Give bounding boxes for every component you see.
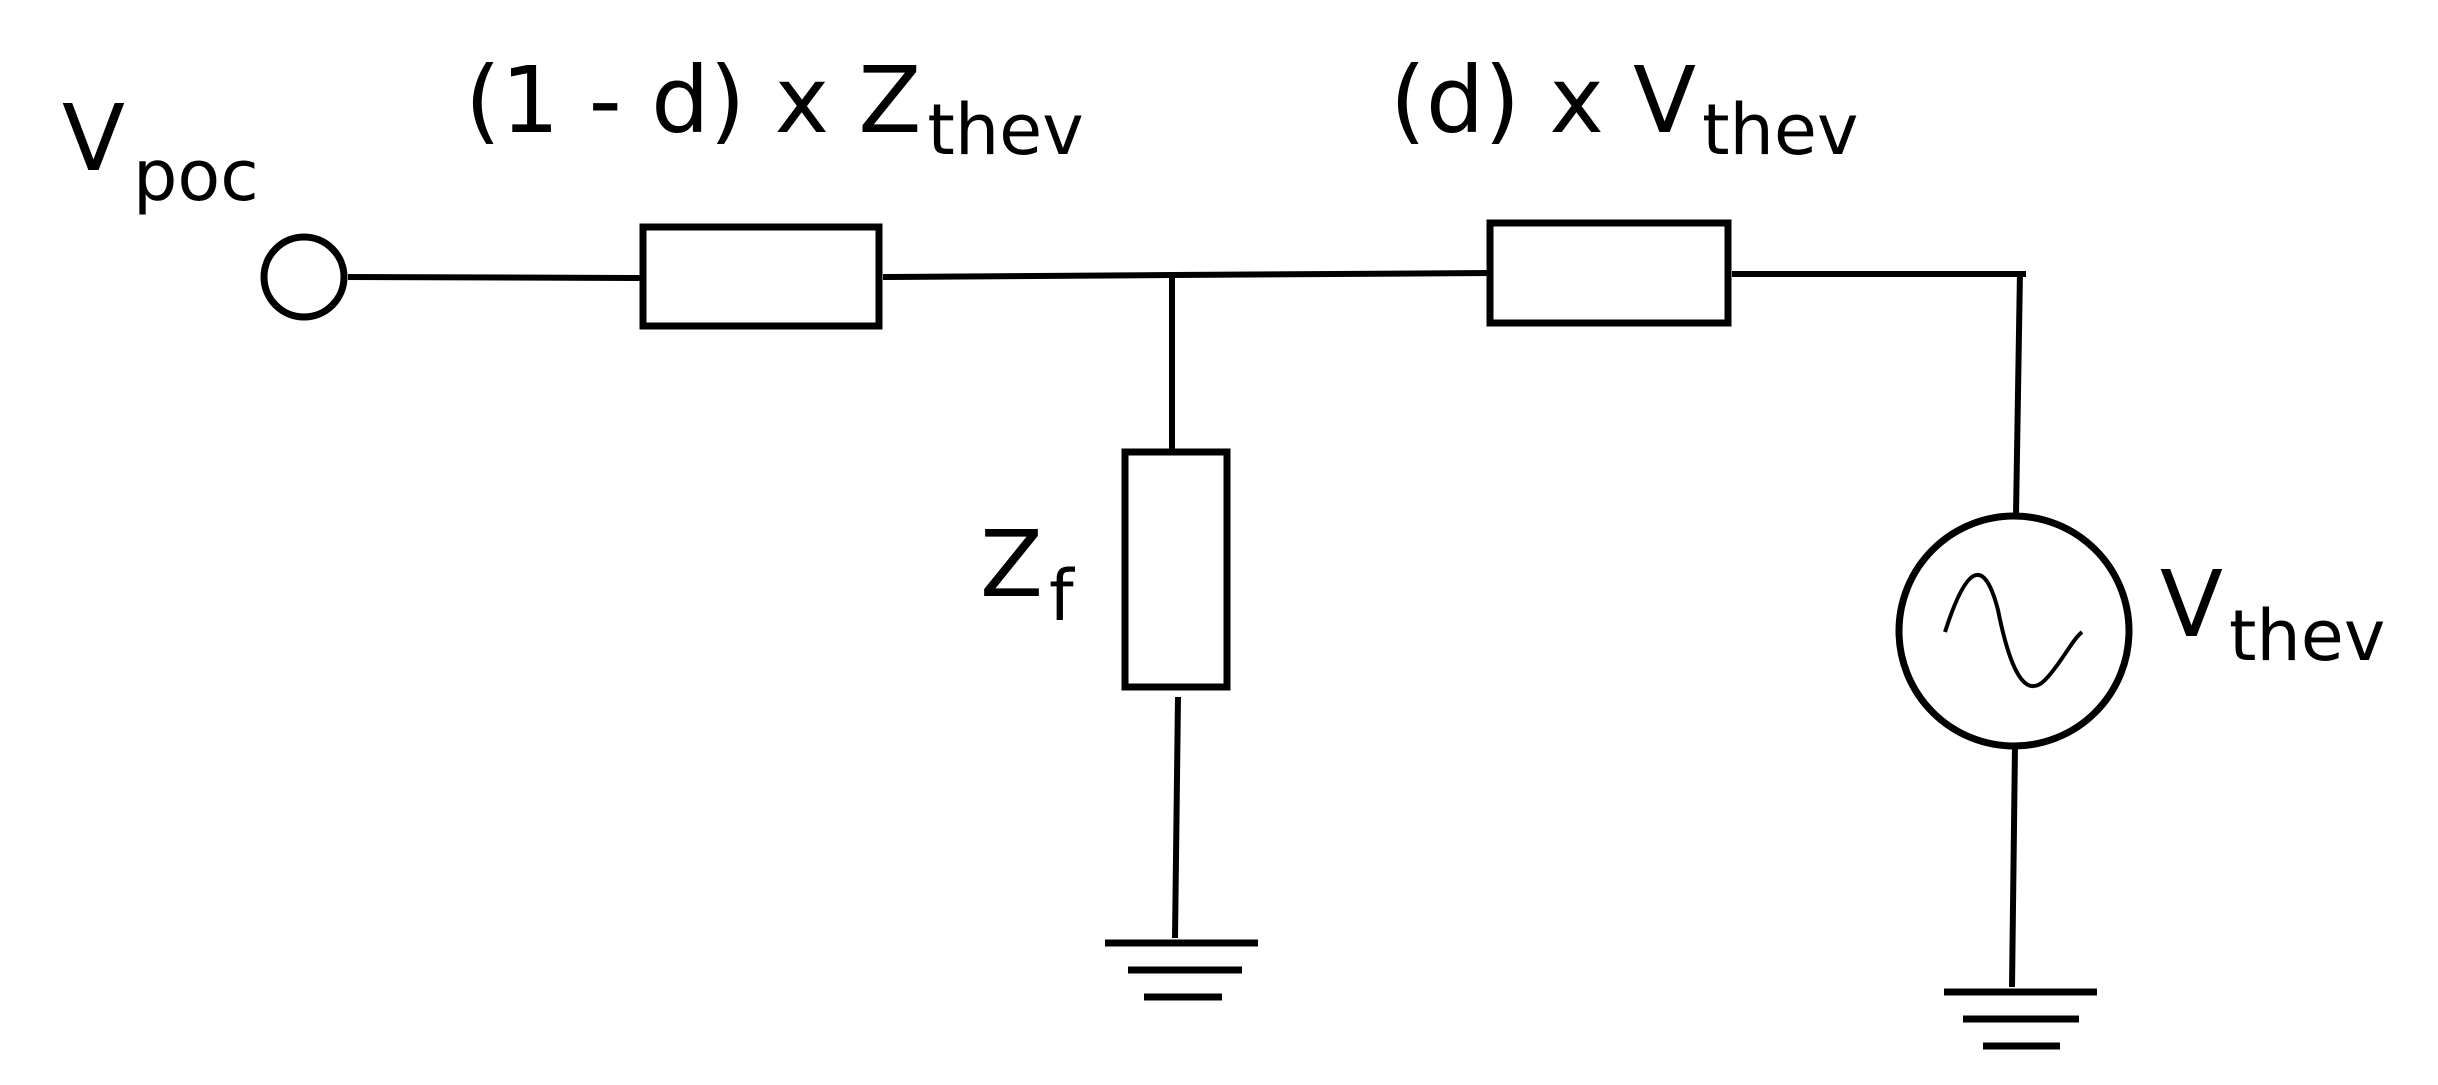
wire-r1-to-junction	[882, 272, 1173, 280]
series-source-impedance-box	[1486, 219, 1732, 327]
ground-icon-fault	[1105, 939, 1258, 1001]
series-impedance-box	[639, 223, 883, 330]
wire-junction-to-r2	[1171, 270, 1491, 278]
thevenin-source-label: Vthev	[2160, 551, 2385, 677]
open-circle-terminal	[260, 233, 348, 321]
sine-wave-icon	[1943, 572, 2084, 688]
fault-impedance-box	[1121, 448, 1231, 691]
wire-terminal-to-r1	[347, 274, 644, 281]
series-source-label: (d) x Vthev	[1390, 47, 1858, 171]
wire-source-to-ground	[2009, 745, 2018, 988]
wire-zf-to-ground	[1172, 696, 1181, 939]
ground-icon-source	[1944, 988, 2097, 1050]
wire-corner-to-source	[2013, 270, 2023, 516]
ac-voltage-source	[1895, 512, 2133, 750]
fault-impedance-label: Zf	[980, 511, 1075, 637]
series-impedance-label: (1 - d) x Zthev	[465, 47, 1084, 171]
